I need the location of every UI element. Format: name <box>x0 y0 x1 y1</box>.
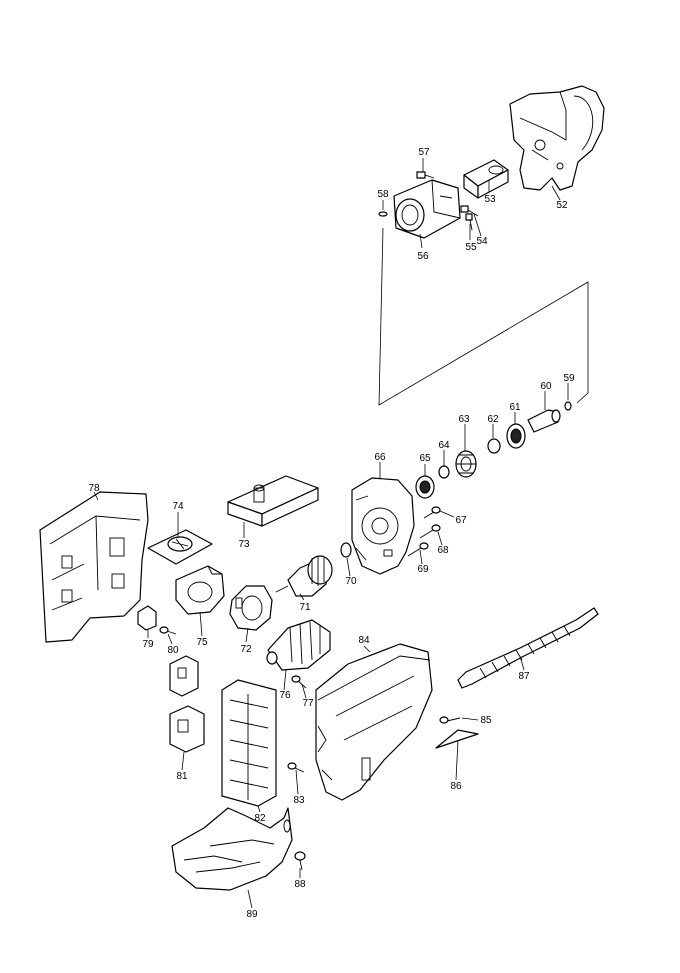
callout-53: 53 <box>484 194 496 205</box>
leader-lines <box>93 158 569 909</box>
part-57-screw <box>416 171 435 179</box>
callout-84: 84 <box>358 635 370 646</box>
part-79-clip <box>137 605 157 631</box>
callout-65: 65 <box>419 453 431 464</box>
callout-86: 86 <box>450 781 462 792</box>
part-63-spur-gear <box>455 450 477 478</box>
assembly-reference-frame <box>378 227 589 406</box>
callout-68: 68 <box>437 545 449 556</box>
callout-76: 76 <box>279 690 291 701</box>
callout-60: 60 <box>540 381 552 392</box>
callout-62: 62 <box>487 414 499 425</box>
callout-57: 57 <box>418 147 430 158</box>
part-84-housing-cover <box>315 643 433 801</box>
part-60-spindle <box>527 409 561 433</box>
part-68-screw <box>419 524 441 539</box>
part-71-armature <box>275 555 333 597</box>
callout-52: 52 <box>556 200 568 211</box>
part-69-screw <box>407 542 429 557</box>
part-67-screw <box>423 506 441 519</box>
part-56-bearing-box <box>393 179 461 239</box>
callout-64: 64 <box>438 440 450 451</box>
callout-81: 81 <box>176 771 188 782</box>
part-78-housing-set <box>39 491 149 643</box>
part-83-screw <box>287 762 305 773</box>
part-62-flat-washer <box>487 438 501 454</box>
callout-59: 59 <box>563 373 575 384</box>
part-74-dial <box>147 529 213 565</box>
part-85-screw <box>439 716 461 724</box>
part-66-motor-housing <box>351 477 415 575</box>
callout-54: 54 <box>476 236 488 247</box>
part-58-pin <box>378 211 388 217</box>
callout-85: 85 <box>480 715 492 726</box>
callout-80: 80 <box>167 645 179 656</box>
callout-83: 83 <box>293 795 305 806</box>
callout-70: 70 <box>345 576 357 587</box>
part-75-switch-holder <box>175 565 225 615</box>
part-86-plate <box>435 729 479 749</box>
callout-87: 87 <box>518 671 530 682</box>
callout-69: 69 <box>417 564 429 575</box>
part-88-screw <box>294 851 306 871</box>
callout-75: 75 <box>196 637 208 648</box>
part-89-base-plate <box>171 807 293 891</box>
callout-67: 67 <box>455 515 467 526</box>
part-77-screw <box>291 675 307 689</box>
part-65-bearing <box>415 475 435 499</box>
callout-88: 88 <box>294 879 306 890</box>
part-73-controller <box>227 475 319 527</box>
part-61-ball-bearing <box>506 423 526 449</box>
part-59-retaining-ring <box>564 401 572 411</box>
callout-61: 61 <box>509 402 521 413</box>
part-52-gear-housing <box>509 85 605 191</box>
callout-73: 73 <box>238 539 250 550</box>
callout-72: 72 <box>240 644 252 655</box>
callout-66: 66 <box>374 452 386 463</box>
callout-82: 82 <box>254 813 266 824</box>
part-55-screw <box>465 213 473 231</box>
part-70-o-ring <box>340 542 352 558</box>
callout-77: 77 <box>302 698 314 709</box>
callout-71: 71 <box>299 602 311 613</box>
callout-labels: 52 53 54 55 56 57 58 59 60 61 62 63 64 6… <box>88 147 575 920</box>
callout-79: 79 <box>142 639 154 650</box>
part-54-screw <box>460 205 479 217</box>
part-80-screw <box>159 626 177 635</box>
callout-55: 55 <box>465 242 477 253</box>
part-81-contact-lower <box>169 705 205 753</box>
callout-89: 89 <box>246 909 258 920</box>
callout-78: 78 <box>88 483 100 494</box>
part-76-switch <box>266 619 331 671</box>
callout-58: 58 <box>377 189 389 200</box>
part-64-washer <box>438 465 450 479</box>
part-72-field <box>229 585 273 631</box>
part-82-filter <box>221 679 277 807</box>
part-87-hose <box>457 607 599 689</box>
callout-56: 56 <box>417 251 429 262</box>
callout-74: 74 <box>172 501 184 512</box>
callout-63: 63 <box>458 414 470 425</box>
part-53-sleeve <box>463 159 509 199</box>
part-81-contact-upper <box>169 655 199 697</box>
